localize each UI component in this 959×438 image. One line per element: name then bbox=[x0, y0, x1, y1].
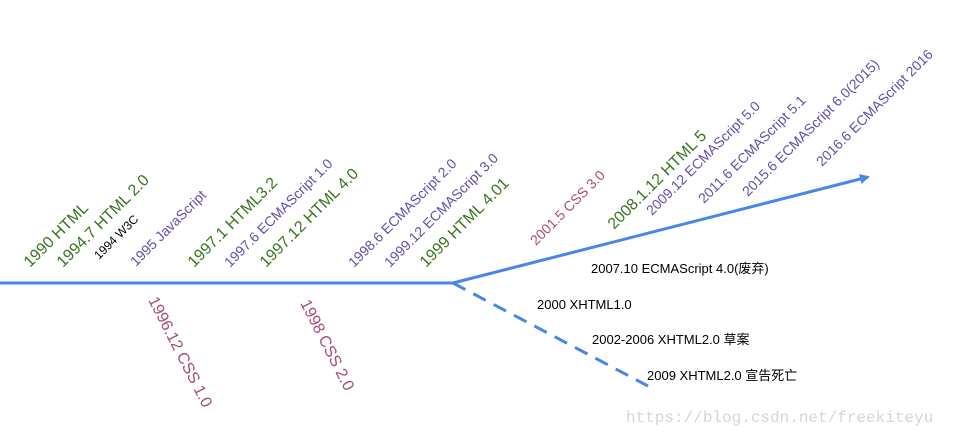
xhtml-dashed-branch bbox=[452, 281, 649, 388]
branch-label: 2009 XHTML2.0 宣告死亡 bbox=[647, 368, 797, 383]
event-label: 1998 CSS 2.0 bbox=[296, 297, 356, 394]
event-label: 2008.1.12 HTML 5 bbox=[605, 127, 710, 232]
event-label: 2001.5 CSS 3.0 bbox=[527, 167, 608, 248]
html5-branch-arrow bbox=[452, 174, 870, 285]
watermark: https://blog.csdn.net/freekiteyu bbox=[626, 409, 933, 427]
event-label: 1996.12 CSS 1.0 bbox=[144, 294, 215, 410]
branch-label: 2002-2006 XHTML2.0 草案 bbox=[592, 332, 750, 347]
branch-label: 2007.10 ECMAScript 4.0(废弃) bbox=[591, 261, 769, 276]
branch-label: 2000 XHTML1.0 bbox=[537, 297, 632, 312]
